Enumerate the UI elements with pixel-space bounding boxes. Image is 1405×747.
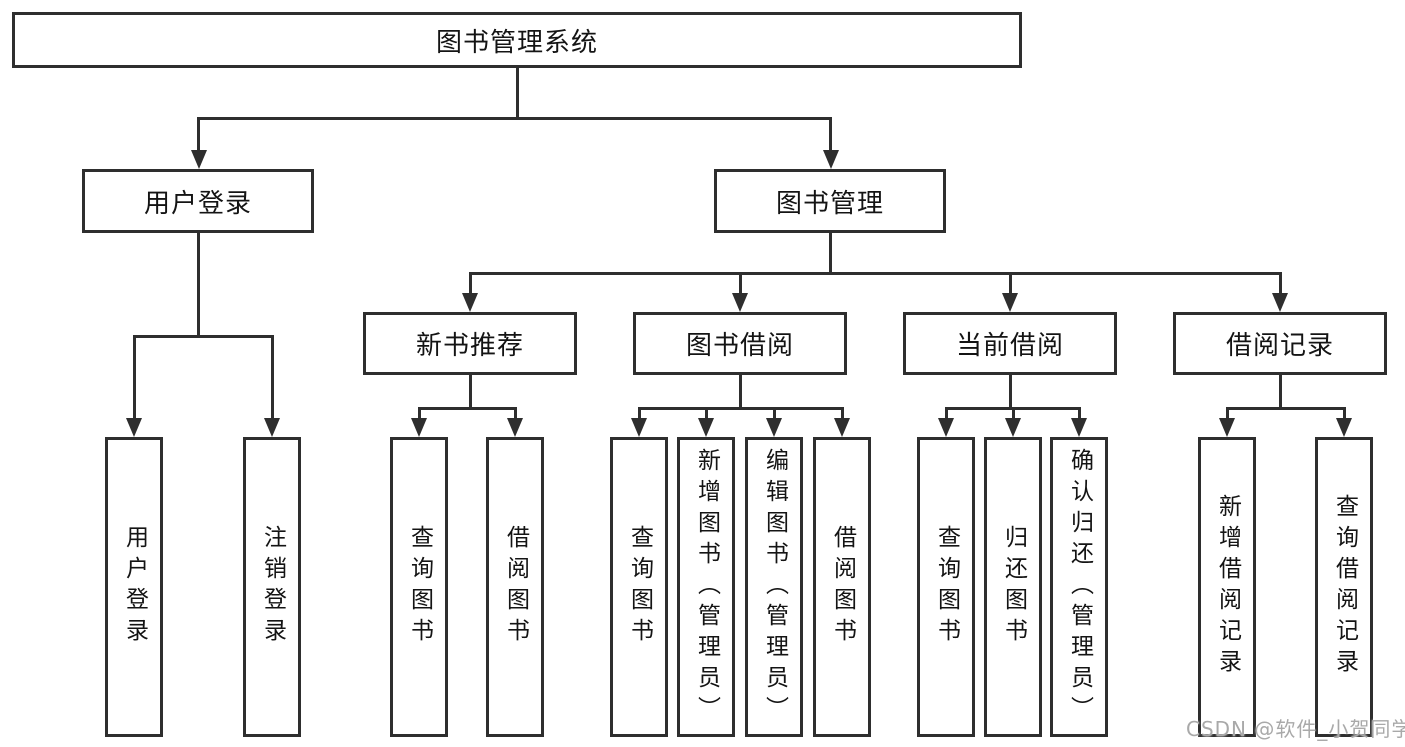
- node-leaf-logout: 注销登录: [243, 437, 301, 737]
- connector-line: [841, 407, 844, 420]
- connector-line: [418, 407, 517, 410]
- node-br-query-record-label: 查询借阅记录: [1331, 494, 1358, 680]
- connector-line: [1343, 407, 1346, 420]
- connector-line: [516, 68, 519, 118]
- arrow-down-icon: [938, 418, 954, 437]
- node-bb-borrow-book-label: 借阅图书: [829, 525, 856, 649]
- csdn-watermark: CSDN @软件_小贺同学: [1186, 717, 1405, 741]
- connector-line: [739, 272, 742, 295]
- connector-line: [945, 407, 948, 420]
- arrow-down-icon: [411, 418, 427, 437]
- node-bb-query-book-label: 查询图书: [626, 525, 653, 649]
- arrow-down-icon: [191, 150, 207, 169]
- connector-line: [271, 335, 274, 420]
- connector-line: [514, 407, 517, 420]
- node-leaf-logout-label: 注销登录: [259, 525, 286, 649]
- connector-line: [1279, 272, 1282, 295]
- arrow-down-icon: [1336, 418, 1352, 437]
- arrow-down-icon: [834, 418, 850, 437]
- node-rec-query-book: 查询图书: [390, 437, 448, 737]
- connector-line: [829, 117, 832, 152]
- node-root: 图书管理系统: [12, 12, 1022, 68]
- node-leaf-user-login: 用户登录: [105, 437, 163, 737]
- node-br-add-record-label: 新增借阅记录: [1214, 494, 1241, 680]
- arrow-down-icon: [1272, 293, 1288, 312]
- node-book-management-label: 图书管理: [775, 188, 884, 219]
- connector-line: [1012, 407, 1015, 420]
- connector-line: [469, 272, 472, 295]
- node-rec-borrow-book: 借阅图书: [486, 437, 544, 737]
- connector-line: [1009, 375, 1012, 409]
- node-br-add-record: 新增借阅记录: [1198, 437, 1256, 737]
- connector-line: [197, 117, 200, 152]
- node-cb-return-book: 归还图书: [984, 437, 1042, 737]
- node-bb-query-book: 查询图书: [610, 437, 668, 737]
- arrow-down-icon: [698, 418, 714, 437]
- node-cb-return-book-label: 归还图书: [1000, 525, 1027, 649]
- node-borrow-record-label: 借阅记录: [1225, 331, 1334, 361]
- connector-line: [469, 272, 1282, 275]
- node-rec-query-book-label: 查询图书: [406, 525, 433, 649]
- arrow-down-icon: [462, 293, 478, 312]
- connector-line: [469, 375, 472, 409]
- node-user-login-label: 用户登录: [143, 188, 252, 219]
- arrow-down-icon: [1002, 293, 1018, 312]
- node-br-query-record: 查询借阅记录: [1315, 437, 1373, 737]
- connector-line: [1078, 407, 1081, 420]
- connector-line: [197, 117, 832, 120]
- node-bb-edit-book-admin-label: 编辑图书（管理员）: [761, 447, 788, 727]
- connector-line: [418, 407, 421, 420]
- node-current-borrow: 当前借阅: [903, 312, 1117, 375]
- node-cb-confirm-return-admin-label: 确认归还（管理员）: [1066, 447, 1093, 727]
- node-cb-query-book-label: 查询图书: [933, 525, 960, 649]
- connector-line: [1226, 407, 1346, 410]
- node-bb-add-book-admin-label: 新增图书（管理员）: [693, 447, 720, 727]
- node-user-login: 用户登录: [82, 169, 314, 233]
- node-book-borrow-label: 图书借阅: [685, 331, 794, 361]
- arrow-down-icon: [507, 418, 523, 437]
- node-cb-query-book: 查询图书: [917, 437, 975, 737]
- arrow-down-icon: [631, 418, 647, 437]
- connector-line: [1279, 375, 1282, 409]
- node-rec-borrow-book-label: 借阅图书: [502, 525, 529, 649]
- node-book-management: 图书管理: [714, 169, 946, 233]
- arrow-down-icon: [823, 150, 839, 169]
- arrow-down-icon: [732, 293, 748, 312]
- connector-line: [197, 233, 200, 336]
- connector-line: [829, 233, 832, 275]
- connector-line: [133, 335, 136, 420]
- connector-line: [638, 407, 844, 410]
- node-bb-edit-book-admin: 编辑图书（管理员）: [745, 437, 803, 737]
- node-new-book-recommend-label: 新书推荐: [415, 331, 524, 361]
- node-root-label: 图书管理系统: [435, 27, 598, 58]
- node-new-book-recommend: 新书推荐: [363, 312, 577, 375]
- connector-line: [133, 335, 273, 338]
- connector-line: [1009, 272, 1012, 295]
- arrow-down-icon: [1005, 418, 1021, 437]
- node-cb-confirm-return-admin: 确认归还（管理员）: [1050, 437, 1108, 737]
- arrow-down-icon: [126, 418, 142, 437]
- node-bb-add-book-admin: 新增图书（管理员）: [677, 437, 735, 737]
- connector-line: [773, 407, 776, 420]
- arrow-down-icon: [1219, 418, 1235, 437]
- arrow-down-icon: [264, 418, 280, 437]
- arrow-down-icon: [1071, 418, 1087, 437]
- node-leaf-user-login-label: 用户登录: [121, 525, 148, 649]
- connector-line: [705, 407, 708, 420]
- arrow-down-icon: [766, 418, 782, 437]
- connector-line: [638, 407, 641, 420]
- node-book-borrow: 图书借阅: [633, 312, 847, 375]
- node-borrow-record: 借阅记录: [1173, 312, 1387, 375]
- connector-line: [1226, 407, 1229, 420]
- node-bb-borrow-book: 借阅图书: [813, 437, 871, 737]
- node-current-borrow-label: 当前借阅: [955, 331, 1064, 361]
- connector-line: [739, 375, 742, 409]
